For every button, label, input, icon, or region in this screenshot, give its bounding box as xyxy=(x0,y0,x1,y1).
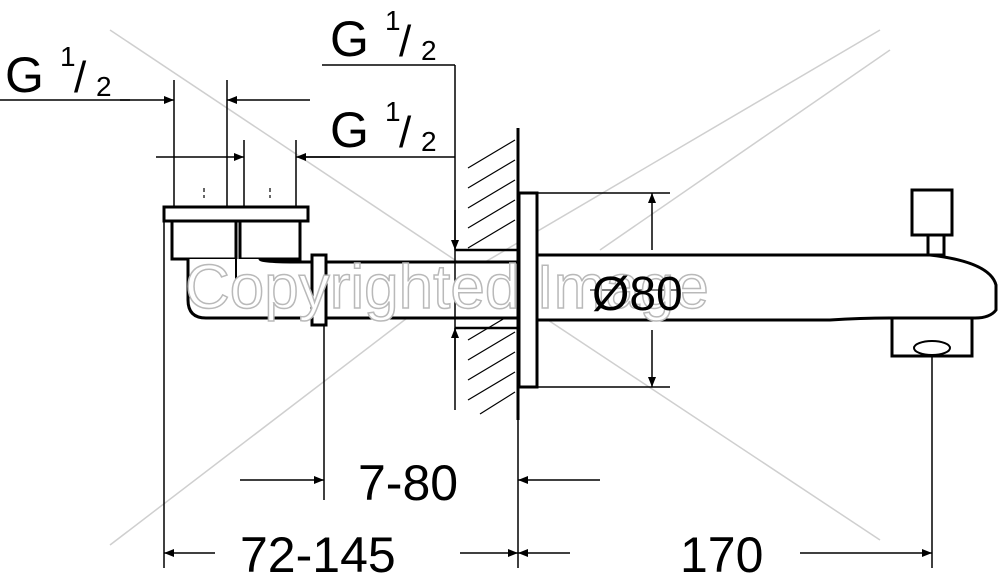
bath-spout xyxy=(535,253,998,322)
dimension-length-range: 72-145 xyxy=(240,527,396,579)
thread-label-mid: G 1 / 2 xyxy=(330,96,437,158)
watermark-text: Copyrighted Image xyxy=(185,253,709,322)
dimension-spout: 170 xyxy=(680,527,763,579)
svg-text:/: / xyxy=(399,108,412,157)
svg-text:1: 1 xyxy=(60,41,76,72)
svg-text:/: / xyxy=(399,17,412,66)
thread-label-top: G 1 / 2 xyxy=(330,5,437,67)
connection-body xyxy=(162,188,314,320)
svg-text:2: 2 xyxy=(421,126,437,157)
svg-text:G: G xyxy=(5,47,44,103)
svg-text:G: G xyxy=(330,11,369,67)
dimension-arrows xyxy=(120,96,932,557)
svg-text:2: 2 xyxy=(96,71,112,102)
svg-text:2: 2 xyxy=(421,35,437,66)
svg-text:G: G xyxy=(330,102,369,158)
svg-text:1: 1 xyxy=(385,96,401,127)
aerator-outlet xyxy=(890,316,974,358)
thread-label-left: G 1 / 2 xyxy=(5,41,112,103)
svg-text:1: 1 xyxy=(385,5,401,36)
dimension-diameter: Ø80 xyxy=(592,268,683,321)
svg-text:/: / xyxy=(74,53,87,102)
mounting-pipe xyxy=(310,253,520,327)
diverter-knob xyxy=(910,188,954,257)
dimension-depth: 7-80 xyxy=(358,455,458,511)
